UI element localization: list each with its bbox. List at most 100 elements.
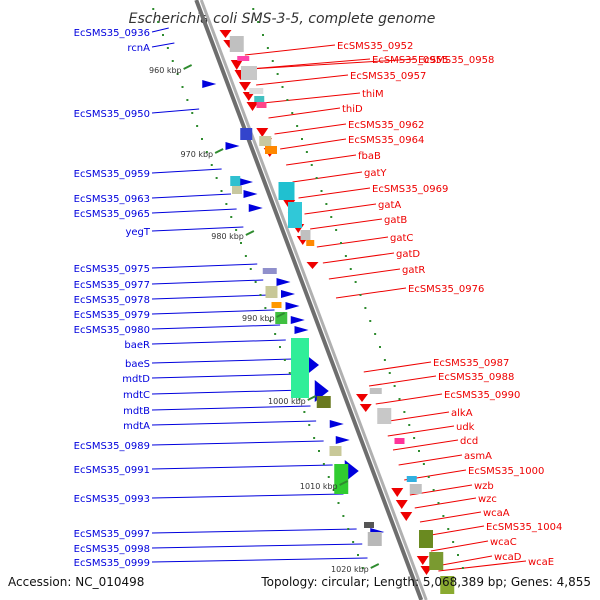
- tick-dot: [254, 281, 257, 283]
- tick-dot: [201, 138, 203, 140]
- tick-dot: [325, 203, 328, 205]
- gene-label-reverse[interactable]: wcaC: [490, 537, 517, 548]
- gene-arrow: [243, 190, 258, 198]
- gene-label-reverse[interactable]: EcSMS35_0958: [418, 55, 494, 66]
- gene-label-forward[interactable]: yegT: [125, 227, 150, 238]
- gene-block: [419, 530, 433, 548]
- gene-label-forward[interactable]: baeR: [124, 340, 150, 351]
- gene-arrow: [400, 512, 413, 521]
- gene-label-forward[interactable]: EcSMS35_0978: [74, 295, 150, 306]
- gene-arrow: [242, 92, 255, 101]
- gene-label-reverse[interactable]: EcSMS35_0955: [372, 55, 448, 66]
- gene-label-forward[interactable]: EcSMS35_0963: [74, 194, 150, 205]
- gene-label-reverse[interactable]: wcaD: [494, 552, 522, 563]
- gene-label-forward[interactable]: EcSMS35_0950: [74, 109, 150, 120]
- gene-block: [329, 446, 342, 456]
- gene-label-forward[interactable]: EcSMS35_0991: [74, 465, 150, 476]
- gene-arrow: [335, 436, 350, 444]
- gene-label-reverse[interactable]: EcSMS35_1000: [468, 466, 544, 477]
- gene-label-forward[interactable]: mdtC: [123, 390, 150, 401]
- gene-block: [271, 302, 282, 308]
- gene-arrow: [276, 278, 291, 286]
- gene-label-forward[interactable]: EcSMS35_0980: [74, 325, 150, 336]
- leader-line: [151, 493, 344, 499]
- gene-label-reverse[interactable]: EcSMS35_0969: [372, 184, 448, 195]
- gene-block: [262, 268, 277, 274]
- gene-label-reverse[interactable]: gatY: [364, 168, 387, 179]
- gene-label-reverse[interactable]: EcSMS35_0952: [337, 41, 413, 52]
- tick-dot: [461, 567, 464, 569]
- gene-block: [237, 56, 250, 61]
- tick-dot: [220, 190, 223, 192]
- gene-label-reverse[interactable]: gatA: [378, 200, 401, 211]
- tick-dot: [166, 47, 169, 49]
- tick-dot: [369, 320, 372, 322]
- kbp-label: 990 kbp: [242, 314, 275, 323]
- gene-label-forward[interactable]: baeS: [125, 359, 150, 370]
- gene-label-reverse[interactable]: dcd: [460, 436, 478, 447]
- gene-block: [334, 464, 349, 494]
- gene-label-reverse[interactable]: EcSMS35_0990: [444, 390, 520, 401]
- gene-label-reverse[interactable]: thiM: [362, 89, 384, 100]
- gene-label-reverse[interactable]: udk: [456, 422, 475, 433]
- gene-label-reverse[interactable]: gatB: [384, 215, 407, 226]
- leader-line: [151, 226, 244, 232]
- gene-label-reverse[interactable]: EcSMS35_0988: [438, 372, 514, 383]
- tick-dot: [388, 372, 391, 374]
- gene-label-reverse[interactable]: EcSMS35_0987: [433, 358, 509, 369]
- gene-label-forward[interactable]: EcSMS35_0936: [74, 28, 150, 39]
- tick-dot: [162, 34, 164, 36]
- tick-dot: [322, 463, 325, 465]
- genome-backbone: [194, 0, 428, 600]
- gene-label-reverse[interactable]: fbaB: [358, 151, 381, 162]
- gene-block: [265, 286, 278, 298]
- tick-dot: [313, 437, 316, 439]
- kbp-label: 1000 kbp: [268, 397, 306, 406]
- gene-label-forward[interactable]: mdtD: [122, 374, 150, 385]
- gene-label-reverse[interactable]: EcSMS35_0962: [348, 120, 424, 131]
- genome-title: Escherichia coli SMS-3-5, complete genom…: [129, 11, 436, 27]
- gene-block: [300, 230, 311, 240]
- gene-label-reverse[interactable]: wcaA: [483, 508, 510, 519]
- tick-dot: [452, 541, 455, 543]
- gene-label-forward[interactable]: EcSMS35_0959: [74, 169, 150, 180]
- gene-label-reverse[interactable]: gatC: [390, 233, 413, 244]
- gene-label-forward[interactable]: EcSMS35_0989: [74, 441, 150, 452]
- tick-dot: [296, 125, 299, 127]
- gene-label-forward[interactable]: EcSMS35_0993: [74, 494, 150, 505]
- gene-arrow: [256, 128, 269, 137]
- gene-label-reverse[interactable]: thiD: [342, 104, 363, 115]
- gene-label-forward[interactable]: EcSMS35_0998: [74, 544, 150, 555]
- gene-label-forward[interactable]: EcSMS35_0997: [74, 529, 150, 540]
- leader-line: [382, 411, 450, 423]
- gene-label-forward[interactable]: mdtB: [123, 406, 150, 417]
- gene-label-reverse[interactable]: wzc: [478, 494, 497, 505]
- gene-label-reverse[interactable]: EcSMS35_0957: [350, 71, 426, 82]
- gene-label-forward[interactable]: mdtA: [123, 421, 150, 432]
- gene-block: [369, 388, 382, 394]
- gene-label-reverse[interactable]: EcSMS35_1004: [486, 522, 562, 533]
- gene-block: [367, 532, 382, 546]
- leader-line: [304, 203, 377, 215]
- gene-label-forward[interactable]: EcSMS35_0999: [74, 558, 150, 569]
- gene-label-reverse[interactable]: gatD: [396, 249, 420, 260]
- tick-dot: [257, 21, 260, 23]
- leader-line: [244, 44, 336, 56]
- gene-label-reverse[interactable]: EcSMS35_0976: [408, 284, 484, 295]
- tick-dot: [361, 567, 364, 569]
- gene-block: [259, 136, 272, 146]
- gene-label-reverse[interactable]: gatR: [402, 265, 425, 276]
- gene-label-reverse[interactable]: wzb: [474, 481, 494, 492]
- gene-arrow: [285, 302, 300, 310]
- gene-label-reverse[interactable]: asmA: [464, 451, 492, 462]
- gene-label-reverse[interactable]: alkA: [451, 408, 473, 419]
- gene-label-forward[interactable]: rcnA: [127, 43, 150, 54]
- gene-label-forward[interactable]: EcSMS35_0979: [74, 310, 150, 321]
- gene-label-reverse[interactable]: EcSMS35_0964: [348, 135, 424, 146]
- gene-label-forward[interactable]: EcSMS35_0977: [74, 280, 150, 291]
- gene-label-forward[interactable]: EcSMS35_0965: [74, 209, 150, 220]
- gene-label-forward[interactable]: EcSMS35_0975: [74, 264, 150, 275]
- leader-line: [280, 138, 347, 150]
- gene-label-reverse[interactable]: wcaE: [528, 557, 554, 568]
